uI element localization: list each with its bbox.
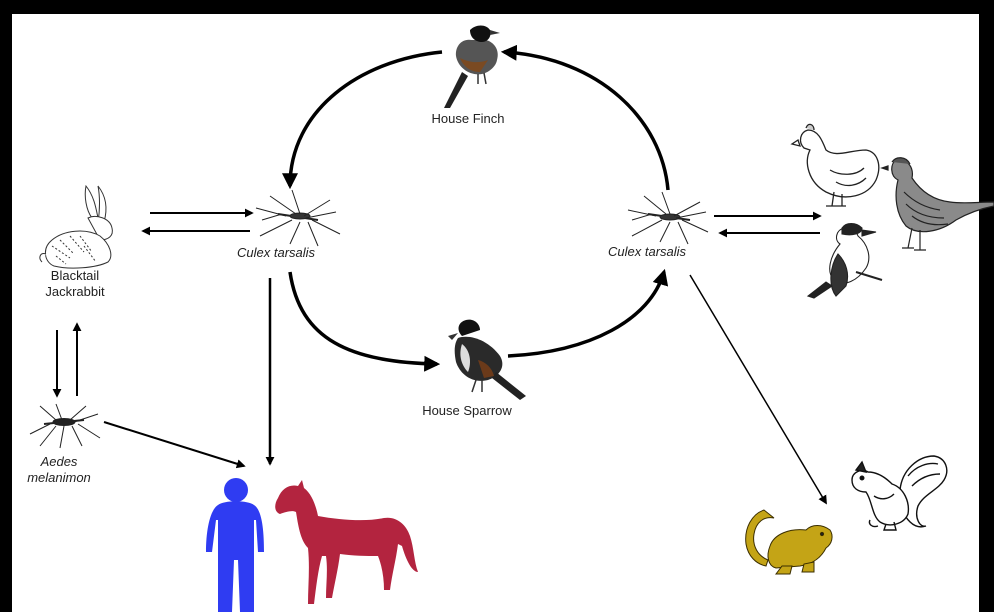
house-sparrow-icon bbox=[448, 320, 526, 400]
arc-left-culex-to-sparrow bbox=[290, 272, 437, 364]
jackrabbit-label-line1: Blacktail bbox=[30, 268, 120, 284]
aedes-mosquito-icon bbox=[30, 404, 100, 448]
house-finch-icon bbox=[444, 26, 500, 109]
aedes-label-line2: melanimon bbox=[14, 470, 104, 486]
culex-right-label: Culex tarsalis bbox=[608, 244, 686, 260]
culex-left-label: Culex tarsalis bbox=[237, 245, 315, 261]
jackrabbit-label-line2: Jackrabbit bbox=[30, 284, 120, 300]
arc-right-culex-to-finch bbox=[504, 52, 668, 190]
culex-right-mosquito-icon bbox=[628, 192, 708, 244]
aedes-label-line1: Aedes bbox=[14, 454, 104, 470]
arrow-culex-to-rodents bbox=[690, 275, 826, 503]
chicken-icon bbox=[792, 124, 879, 206]
arc-sparrow-to-right-culex bbox=[508, 272, 664, 356]
frame-left bbox=[0, 0, 12, 612]
culex-left-mosquito-icon bbox=[256, 190, 340, 246]
squirrel-icon bbox=[852, 456, 947, 530]
perched-bird-icon bbox=[808, 224, 882, 299]
house-sparrow-label: House Sparrow bbox=[412, 403, 522, 419]
blacktail-jackrabbit-icon bbox=[40, 186, 112, 268]
human-icon bbox=[206, 478, 264, 612]
arrow-aedes-to-mammals bbox=[104, 422, 244, 466]
pheasant-icon bbox=[882, 158, 994, 250]
horse-icon bbox=[275, 480, 418, 604]
frame-right bbox=[979, 0, 994, 612]
frame-top bbox=[0, 0, 994, 14]
house-finch-label: House Finch bbox=[418, 111, 518, 127]
chipmunk-icon bbox=[746, 510, 832, 574]
